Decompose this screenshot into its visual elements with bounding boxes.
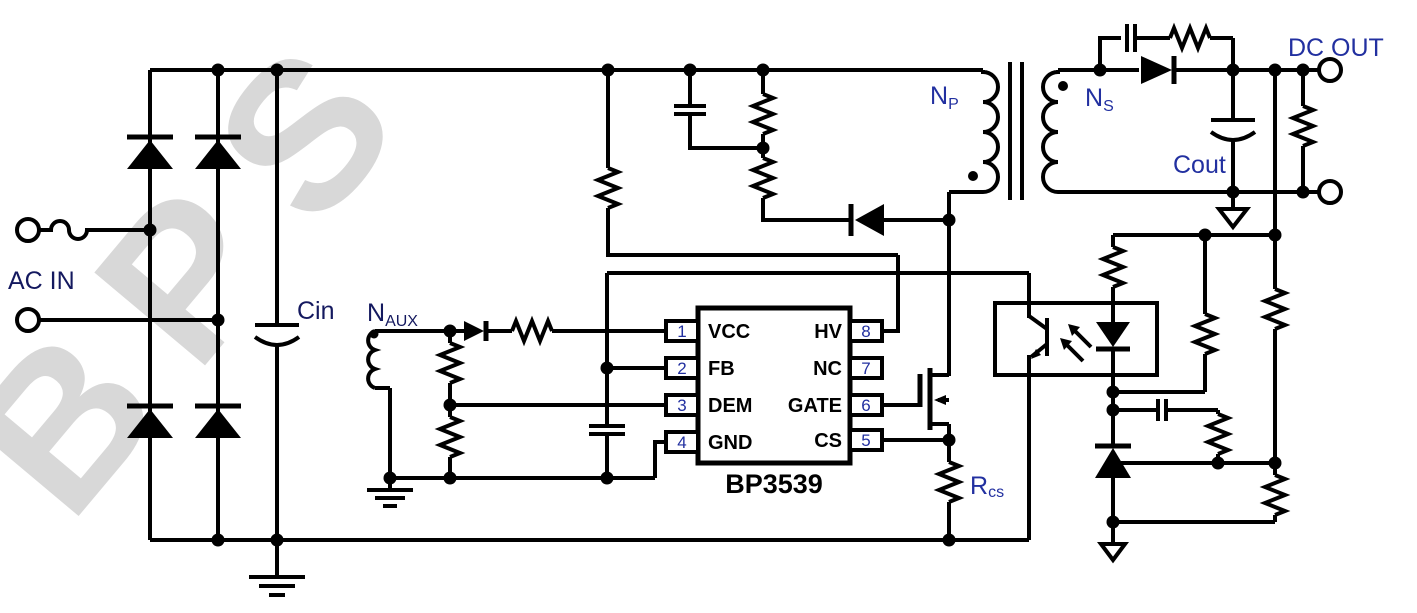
pin-label-hv: HV: [814, 321, 842, 343]
opto-series-resistor: [1097, 235, 1129, 322]
secondary-winding: [1041, 70, 1060, 194]
opto-transistor: [1027, 290, 1049, 540]
pin-7: [848, 356, 884, 380]
pin-label-nc: NC: [813, 358, 842, 380]
ic-bp3539: 1 2 3 4 8 7 6 5 VCC FB DEM GND HV NC GAT…: [664, 305, 884, 499]
bridge-diode-2: [195, 134, 241, 169]
tl431-ground-icon: [1097, 542, 1129, 564]
vcc-resistor: [486, 315, 666, 347]
hv-startup-resistor: [592, 70, 900, 333]
ground-icon: [249, 575, 305, 597]
pin-number: 7: [861, 359, 870, 378]
pin-1: [664, 319, 700, 343]
ic-body: [695, 305, 853, 466]
pin-8: [848, 319, 884, 343]
pin-4: [664, 430, 700, 454]
optocoupler-body: [993, 301, 1159, 377]
transformer: [366, 62, 1068, 478]
clamp-resistor-2: [747, 148, 851, 222]
aux-network: [367, 315, 666, 508]
pin-number: 6: [861, 396, 870, 415]
opto-bias-resistor: [1113, 235, 1221, 394]
output-load-resistor: [1287, 70, 1319, 192]
pin-label-fb: FB: [708, 358, 735, 380]
ac-input: [15, 217, 218, 333]
ac-terminal-top: [15, 217, 41, 243]
clamp-capacitor: [674, 70, 763, 150]
bridge-diode-3: [127, 403, 173, 438]
fuse-icon: [39, 219, 150, 241]
primary-winding: [947, 70, 1000, 376]
fb-capacitor: [589, 424, 625, 436]
feedback-network: [1095, 70, 1291, 564]
ac-in-label: AC IN: [8, 267, 75, 295]
fb-to-opto-wire: [607, 271, 1031, 318]
power-mosfet: [882, 368, 951, 440]
voltage-divider: [1113, 235, 1291, 524]
pin-label-cs: CS: [814, 430, 842, 452]
primary-clamp-snubber: [674, 70, 949, 236]
cin-capacitor: [249, 70, 305, 597]
mosfet-body-arrow: [934, 395, 946, 405]
compensation-network: [1113, 399, 1234, 463]
np-label: NP: [930, 82, 959, 113]
dc-terminal-bottom: [1317, 179, 1343, 205]
pin-2: [664, 356, 700, 380]
clamp-diode: [848, 204, 949, 236]
rcs-resistor: [882, 438, 965, 540]
ac-terminal-bottom: [15, 307, 41, 333]
pin-label-dem: DEM: [708, 395, 752, 417]
junction-dots: [143, 63, 1310, 547]
naux-label: NAUX: [367, 299, 418, 330]
aux-winding: [366, 329, 450, 478]
cin-label: Cin: [297, 297, 335, 325]
aux-polarity-dot: [369, 329, 379, 339]
pin-3: [664, 393, 700, 417]
pin-number: 8: [861, 322, 870, 341]
pin-number: 4: [677, 433, 686, 452]
output-rectifier-diode: [1141, 56, 1177, 84]
secondary-snubber: [1098, 22, 1235, 70]
pin-number: 3: [677, 396, 686, 415]
ns-label: NS: [1085, 84, 1114, 115]
rcs-label: Rcs: [970, 472, 1004, 501]
pin-number: 2: [677, 359, 686, 378]
bridge-rectifier: [127, 68, 1029, 542]
pin-label-gnd: GND: [708, 432, 752, 454]
bridge-diode-4: [195, 403, 241, 438]
pin-label-gate: GATE: [788, 395, 842, 417]
opto-light-arrows-icon: [1060, 324, 1093, 363]
ic-part-number: BP3539: [725, 469, 823, 499]
cout-label: Cout: [1173, 151, 1226, 179]
primary-polarity-dot: [968, 171, 978, 181]
optocoupler: [993, 290, 1159, 540]
dc-terminal-top: [1317, 57, 1343, 83]
dc-out-label: DC OUT: [1288, 34, 1384, 62]
aux-ground-rail: [390, 440, 666, 480]
pin-number: 5: [861, 431, 870, 450]
bridge-diode-1: [127, 134, 173, 169]
secondary-polarity-dot: [1058, 81, 1068, 91]
cout-capacitor: [1209, 70, 1257, 192]
pin-number: 1: [677, 322, 686, 341]
transformer-core: [1008, 62, 1024, 200]
pin-label-vcc: VCC: [708, 321, 750, 343]
clamp-resistor-1: [747, 70, 779, 148]
